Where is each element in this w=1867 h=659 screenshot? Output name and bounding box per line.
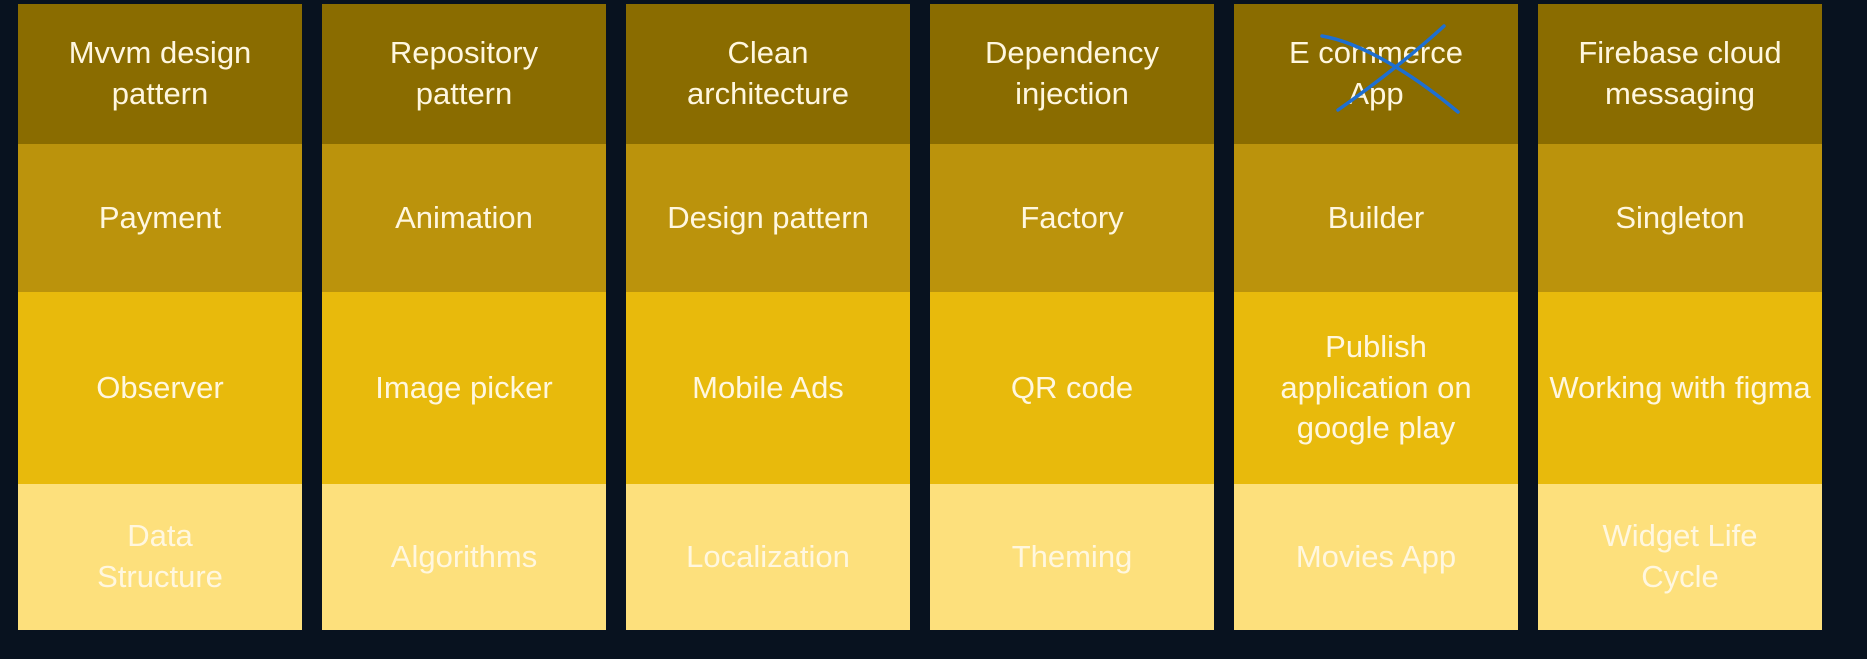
topic-cell: Payment bbox=[18, 144, 302, 292]
topic-cell: QR code bbox=[930, 292, 1214, 484]
topic-cell: Firebase cloud messaging bbox=[1538, 4, 1822, 144]
topic-cell: Mobile Ads bbox=[626, 292, 910, 484]
topic-cell: Clean architecture bbox=[626, 4, 910, 144]
topic-column-1: Mvvm design pattern Payment Observer Dat… bbox=[18, 4, 302, 630]
topic-cell: Observer bbox=[18, 292, 302, 484]
topic-cell: Localization bbox=[626, 484, 910, 630]
topic-cell: Builder bbox=[1234, 144, 1518, 292]
topic-column-5: E commerce App Builder Publish applicati… bbox=[1234, 4, 1518, 630]
topic-column-4: Dependency injection Factory QR code The… bbox=[930, 4, 1214, 630]
topic-cell: Design pattern bbox=[626, 144, 910, 292]
topic-column-2: Repository pattern Animation Image picke… bbox=[322, 4, 606, 630]
topic-cell: Image picker bbox=[322, 292, 606, 484]
topic-cell-crossed-out: E commerce App bbox=[1234, 4, 1518, 144]
topic-cell: Widget Life Cycle bbox=[1538, 484, 1822, 630]
topic-cell: Algorithms bbox=[322, 484, 606, 630]
topic-column-3: Clean architecture Design pattern Mobile… bbox=[626, 4, 910, 630]
topic-cell: Dependency injection bbox=[930, 4, 1214, 144]
topic-cell: Mvvm design pattern bbox=[18, 4, 302, 144]
topic-cell: Data Structure bbox=[18, 484, 302, 630]
topic-column-6: Firebase cloud messaging Singleton Worki… bbox=[1538, 4, 1822, 630]
topic-cell: Theming bbox=[930, 484, 1214, 630]
topic-cell: Publish application on google play bbox=[1234, 292, 1518, 484]
topic-cell: Repository pattern bbox=[322, 4, 606, 144]
topic-cell: Movies App bbox=[1234, 484, 1518, 630]
topic-cell: Working with figma bbox=[1538, 292, 1822, 484]
topic-cell: Factory bbox=[930, 144, 1214, 292]
topic-cell: Singleton bbox=[1538, 144, 1822, 292]
topic-cell: Animation bbox=[322, 144, 606, 292]
